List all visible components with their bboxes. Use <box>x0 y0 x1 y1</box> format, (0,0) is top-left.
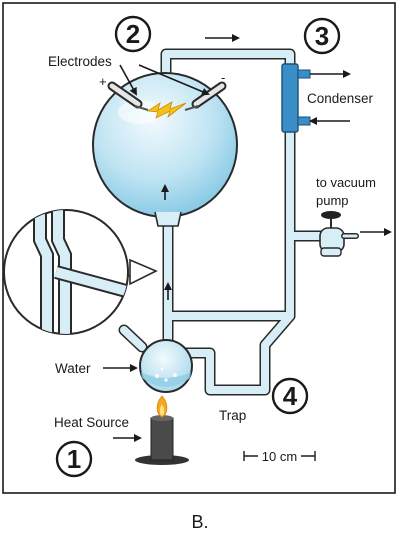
burner <box>135 395 189 465</box>
stopcock-icon <box>319 211 359 257</box>
minus-label: - <box>221 70 225 85</box>
plus-label: + <box>99 74 107 89</box>
step-number: 4 <box>283 381 298 411</box>
scale-bar: 10 cm <box>243 449 316 464</box>
step-badge <box>55 440 93 478</box>
vacuum-label: to vacuum <box>316 175 376 190</box>
electrodes-label: Electrodes <box>48 54 112 69</box>
flow-arrows <box>103 34 392 442</box>
vacuum-label-line2: pump <box>316 193 349 208</box>
trap-label: Trap <box>219 408 246 423</box>
step-number: 2 <box>126 19 140 49</box>
step-badge <box>303 17 341 55</box>
step-number: 3 <box>315 21 329 51</box>
condenser-jacket <box>281 63 311 133</box>
step-badge <box>114 15 152 53</box>
boiling-flask <box>139 339 193 393</box>
scale-label: 10 cm <box>262 449 297 464</box>
water-label: Water <box>55 361 91 376</box>
magnifier-icon <box>3 209 158 335</box>
condenser-label: Condenser <box>307 91 374 106</box>
step-number: 1 <box>67 444 81 474</box>
reaction-flask <box>92 72 238 227</box>
step-badges: 2 3 1 4 <box>55 15 341 478</box>
figure-caption: B. <box>191 512 209 532</box>
step-badge <box>271 377 309 415</box>
spark-icon <box>146 101 187 119</box>
heat-source-label: Heat Source <box>54 415 129 430</box>
